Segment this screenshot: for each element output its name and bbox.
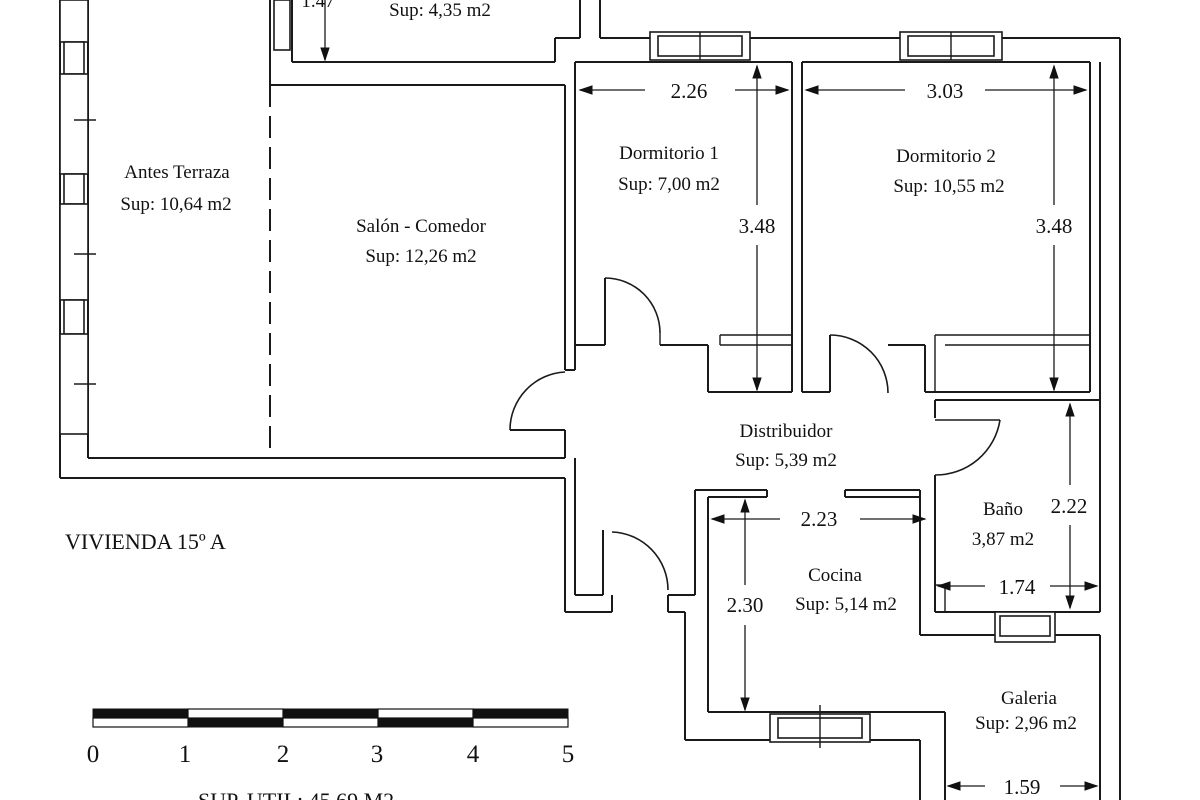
dormitorio2-area: Sup: 10,55 m2 bbox=[893, 176, 1004, 197]
cocina-name: Cocina bbox=[808, 565, 862, 586]
bano-depth: 2.22 bbox=[1051, 494, 1088, 518]
top-room-area: Sup: 4,35 m2 bbox=[389, 0, 491, 21]
salon-name: Salón - Comedor bbox=[356, 216, 486, 237]
distribuidor-area: Sup: 5,39 m2 bbox=[735, 450, 837, 471]
galeria-area: Sup: 2,96 m2 bbox=[975, 713, 1077, 734]
dimension-lines bbox=[578, 64, 1099, 791]
scale-label: 4 bbox=[467, 741, 480, 768]
scale-label: 2 bbox=[277, 741, 290, 768]
dormitorio2-name: Dormitorio 2 bbox=[896, 146, 996, 167]
room-labels: 1.47 Sup: 4,35 m2 Antes Terraza Sup: 10,… bbox=[65, 0, 1087, 800]
top-room-dimension: 1.47 bbox=[301, 0, 334, 12]
bano-area: 3,87 m2 bbox=[972, 529, 1034, 550]
scale-label: 3 bbox=[371, 741, 384, 768]
bano-width: 1.74 bbox=[999, 575, 1036, 599]
doors bbox=[509, 277, 1001, 591]
galeria-name: Galeria bbox=[1001, 688, 1057, 709]
dormitorio1-depth: 3.48 bbox=[739, 214, 776, 238]
distribuidor-name: Distribuidor bbox=[740, 421, 834, 442]
scale-label: 0 bbox=[87, 741, 100, 768]
scale-label: 1 bbox=[179, 741, 192, 768]
scale-bar: 0 1 2 3 4 5 bbox=[87, 708, 575, 768]
total-area: SUP. UTIL: 45,69 M2 bbox=[198, 788, 394, 800]
galeria-width: 1.59 bbox=[1004, 775, 1041, 799]
walls bbox=[59, 0, 1121, 800]
antes-terraza-area: Sup: 10,64 m2 bbox=[120, 194, 231, 215]
scale-label: 5 bbox=[562, 741, 575, 768]
dormitorio1-name: Dormitorio 1 bbox=[619, 143, 719, 164]
dormitorio2-depth: 3.48 bbox=[1036, 214, 1073, 238]
antes-terraza-name: Antes Terraza bbox=[124, 162, 230, 183]
dormitorio1-width: 2.26 bbox=[671, 79, 708, 103]
salon-area: Sup: 12,26 m2 bbox=[365, 246, 476, 267]
cocina-depth: 2.30 bbox=[727, 593, 764, 617]
cocina-width: 2.23 bbox=[801, 507, 838, 531]
cocina-area: Sup: 5,14 m2 bbox=[795, 594, 897, 615]
dormitorio2-width: 3.03 bbox=[927, 79, 964, 103]
bano-name: Baño bbox=[983, 499, 1023, 520]
unit-label: VIVIENDA 15º A bbox=[65, 529, 226, 554]
dormitorio1-area: Sup: 7,00 m2 bbox=[618, 174, 720, 195]
